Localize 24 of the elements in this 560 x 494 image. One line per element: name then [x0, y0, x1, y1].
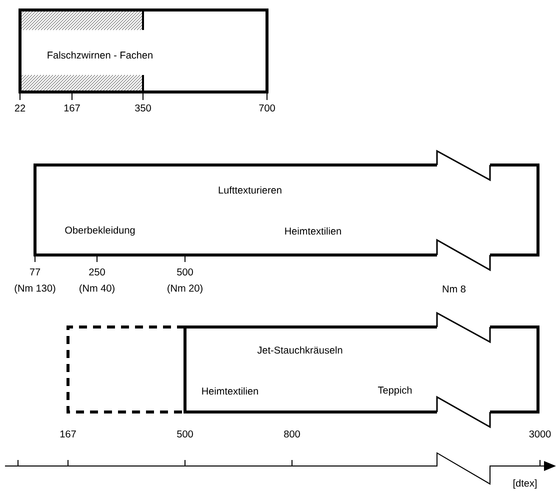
scale-label: 167: [60, 430, 76, 438]
bar-title: Jet-Stauchkräuseln: [257, 346, 342, 354]
bar-title: Falschzwirnen - Fachen: [48, 51, 152, 59]
scale-label: (Nm 20): [168, 284, 202, 294]
scale-label: Nm 8: [442, 285, 466, 293]
scale-label: 167: [64, 104, 80, 112]
scale-label: 3000: [529, 430, 551, 438]
scale-label: (Nm 40): [80, 284, 114, 294]
bar-title: Lufttexturieren: [218, 186, 282, 194]
application-label: Heimtextilien: [285, 227, 341, 235]
application-label: Oberbekleidung: [65, 226, 135, 236]
broken-bar: [184, 312, 540, 428]
scale-label: 500: [177, 430, 193, 438]
application-label: Heimtextilien: [202, 387, 258, 395]
scale-label: [dtex]: [513, 479, 537, 489]
scale-label: (Nm 130): [14, 284, 56, 294]
application-label: Teppich: [378, 386, 412, 396]
scale-label: 77: [30, 268, 40, 276]
scale-label: 700: [259, 104, 275, 112]
scale-label: 350: [135, 104, 151, 112]
hatched-bar: [18, 8, 268, 94]
scale-label: 250: [89, 268, 105, 276]
scale-label: 500: [177, 268, 193, 276]
scale-label: 22: [14, 104, 26, 112]
